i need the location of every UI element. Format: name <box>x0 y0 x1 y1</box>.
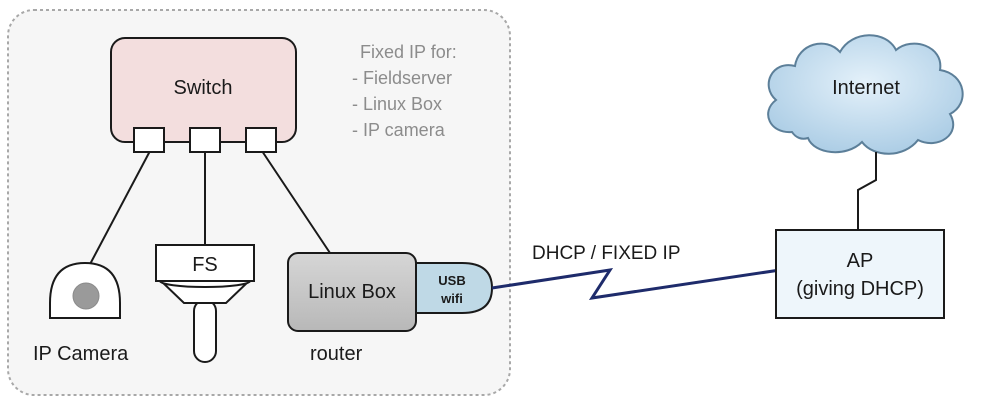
ap-box <box>775 229 945 319</box>
linux-box-label: Linux Box <box>308 281 396 303</box>
fs-body <box>155 244 255 282</box>
internet-cloud: Internet <box>767 34 964 155</box>
internet-label: Internet <box>832 77 900 99</box>
link-label: DHCP / FIXED IP <box>532 243 681 264</box>
usb-wifi-label: wifi <box>440 291 463 306</box>
fixed-ip-item: - Fieldserver <box>352 68 452 88</box>
ap-label: AP <box>847 250 874 272</box>
switch-port <box>133 127 165 153</box>
fs-pole <box>193 299 217 363</box>
linux-box <box>287 252 417 332</box>
switch-port <box>189 127 221 153</box>
cloud-icon <box>767 34 964 155</box>
switch-label: Switch <box>174 77 233 99</box>
internet-uplink <box>857 152 877 230</box>
access-point: AP (giving DHCP) <box>775 229 945 319</box>
linux-box-router: USB wifi Linux Box router <box>287 252 494 365</box>
fixed-ip-item: - Linux Box <box>352 94 442 114</box>
fieldserver: FS <box>155 244 255 363</box>
switch-cables <box>87 150 331 269</box>
wireless-link <box>491 268 781 300</box>
cable-linux-box <box>261 150 331 254</box>
switch-port <box>245 127 277 153</box>
switch: Switch <box>110 37 297 153</box>
fixed-ip-item: - IP camera <box>352 120 446 140</box>
usb-wifi-dongle <box>414 262 494 314</box>
ap-label: (giving DHCP) <box>796 278 924 300</box>
ip-camera-label: IP Camera <box>33 343 129 365</box>
fixed-ip-note: Fixed IP for: - Fieldserver - Linux Box … <box>352 42 457 140</box>
ip-camera: IP Camera <box>33 261 129 365</box>
fs-label: FS <box>192 254 218 276</box>
fixed-ip-heading: Fixed IP for: <box>360 42 457 62</box>
camera-lens-icon <box>72 282 100 310</box>
cable-ip-camera <box>87 150 151 269</box>
usb-wifi-label: USB <box>438 273 465 288</box>
router-label: router <box>310 343 363 365</box>
